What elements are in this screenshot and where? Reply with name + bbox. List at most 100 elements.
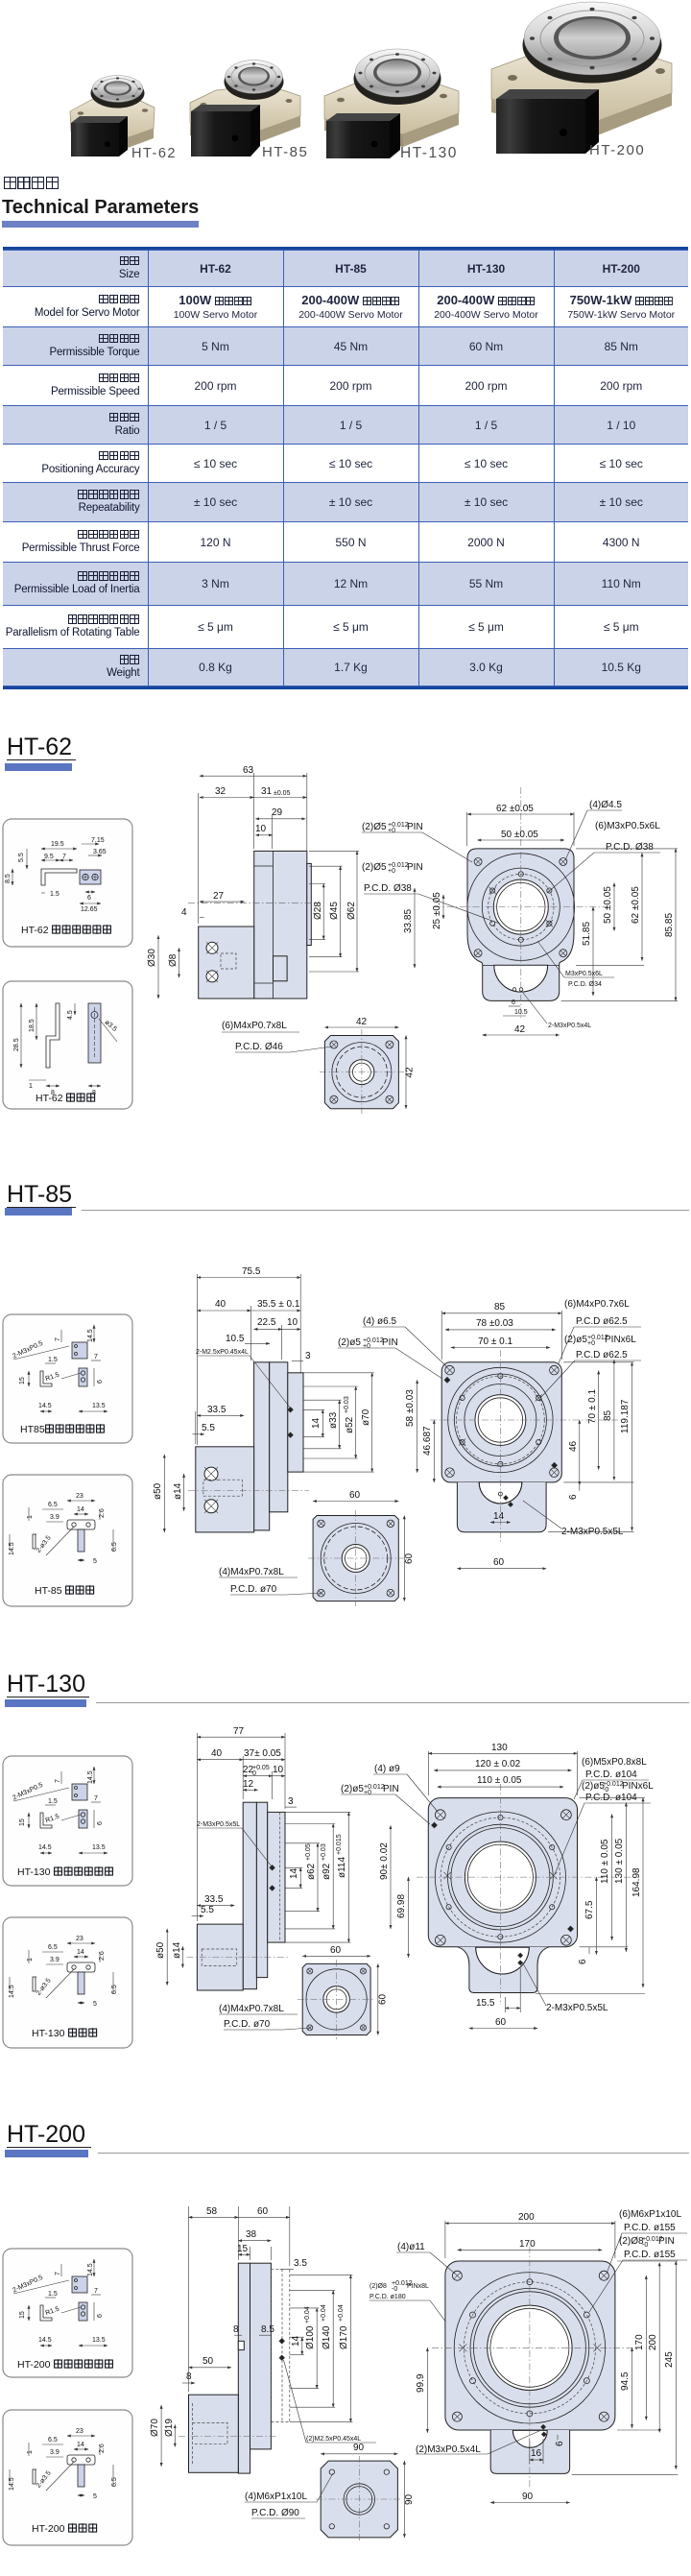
svg-text:+0.012: +0.012: [388, 822, 409, 829]
svg-text:40: 40: [215, 1299, 226, 1310]
svg-text:ø114: ø114: [337, 1857, 347, 1878]
svg-text:6.5: 6.5: [111, 1542, 118, 1552]
svg-text:0: 0: [252, 1770, 256, 1777]
svg-text:3: 3: [305, 1351, 311, 1361]
svg-text:60: 60: [257, 2206, 269, 2217]
svg-text:+0.04: +0.04: [321, 2304, 327, 2322]
svg-text:(2)ø5: (2)ø5: [582, 1781, 605, 1792]
svg-text:4.5: 4.5: [67, 1010, 74, 1020]
svg-text:70 ± 0.1: 70 ± 0.1: [478, 1336, 513, 1347]
svg-text:3.65: 3.65: [93, 849, 107, 855]
svg-text:6: 6: [568, 1494, 579, 1500]
svg-text:+0.012: +0.012: [603, 1781, 624, 1788]
svg-text:Ø30: Ø30: [147, 949, 157, 967]
svg-text:5.5: 5.5: [202, 1423, 215, 1433]
svg-text:+0.04: +0.04: [304, 2306, 311, 2323]
svg-text:120 ± 0.02: 120 ± 0.02: [475, 1759, 521, 1769]
svg-text:5: 5: [93, 1558, 97, 1565]
svg-text:ø50: ø50: [155, 1941, 166, 1959]
svg-text:P.C.D ø62.5: P.C.D ø62.5: [576, 1316, 628, 1327]
svg-text:245: 245: [664, 2351, 675, 2368]
svg-text:Ø70: Ø70: [150, 2419, 160, 2437]
svg-text:(2)Ø8: (2)Ø8: [619, 2236, 644, 2247]
svg-text:60: 60: [378, 1993, 389, 2005]
svg-text:3.9: 3.9: [50, 1514, 60, 1521]
svg-text:6.5: 6.5: [48, 1502, 58, 1508]
svg-text:P.C.D. ø155: P.C.D. ø155: [624, 2250, 676, 2260]
svg-text:29: 29: [272, 807, 283, 818]
svg-text:14: 14: [77, 1506, 84, 1513]
svg-text:P.C.D. Ø38: P.C.D. Ø38: [364, 883, 412, 894]
svg-text:14: 14: [291, 2335, 301, 2347]
svg-text:ø50: ø50: [153, 1482, 163, 1500]
svg-text:+0: +0: [363, 1343, 370, 1350]
svg-text:ø92: ø92: [322, 1863, 332, 1880]
svg-text:10.5: 10.5: [514, 1009, 528, 1016]
svg-text:8.5: 8.5: [5, 874, 12, 883]
svg-text:(2)Ø5: (2)Ø5: [362, 862, 387, 873]
svg-text:170: 170: [634, 2334, 645, 2350]
svg-text:1.5: 1.5: [50, 891, 60, 898]
svg-text:(4) ø9: (4) ø9: [374, 1764, 400, 1774]
svg-text:+0: +0: [388, 868, 395, 875]
svg-text:58 ±0.03: 58 ±0.03: [405, 1389, 416, 1427]
svg-text:6: 6: [578, 1959, 588, 1964]
svg-text:Ø28: Ø28: [313, 902, 323, 920]
svg-text:HT-62: HT-62: [36, 1093, 63, 1104]
svg-text:+0: +0: [388, 828, 395, 834]
svg-text:(6)M5xP0.8x8L: (6)M5xP0.8x8L: [582, 1757, 647, 1768]
svg-text:PIN: PIN: [383, 1784, 399, 1794]
svg-text:-0: -0: [642, 2242, 648, 2249]
svg-text:50 ±0.05: 50 ±0.05: [501, 830, 538, 840]
svg-text:42: 42: [404, 1067, 415, 1078]
svg-text:10: 10: [273, 1765, 284, 1775]
svg-text:33.85: 33.85: [403, 909, 414, 933]
svg-text:HT-62: HT-62: [21, 925, 49, 936]
svg-text:(2)M2.5xP0.45x4L: (2)M2.5xP0.45x4L: [306, 2436, 361, 2443]
svg-text:6: 6: [512, 999, 515, 1006]
svg-text:PINx6L: PINx6L: [622, 1781, 654, 1792]
svg-text:14: 14: [289, 1867, 299, 1879]
svg-text:70 ± 0.1: 70 ± 0.1: [587, 1388, 598, 1424]
svg-text:ø33: ø33: [328, 1411, 339, 1429]
svg-text:99.9: 99.9: [416, 2373, 426, 2393]
svg-text:85: 85: [603, 1409, 613, 1421]
svg-text:HT-200: HT-200: [17, 2359, 51, 2371]
svg-text:(4)Ø4.5: (4)Ø4.5: [589, 800, 622, 810]
svg-text:119.187: 119.187: [620, 1399, 631, 1433]
svg-text:42: 42: [356, 1017, 368, 1027]
svg-text:(6)M4xP0.7x6L: (6)M4xP0.7x6L: [564, 1299, 630, 1310]
svg-text:(2)Ø5: (2)Ø5: [362, 822, 387, 832]
svg-text:22.5: 22.5: [257, 1317, 276, 1328]
svg-text:+0.012: +0.012: [587, 1335, 608, 1341]
svg-text:+0: +0: [364, 1790, 371, 1796]
svg-text:(4) ø6.5: (4) ø6.5: [363, 1316, 396, 1327]
svg-text:7: 7: [94, 1354, 98, 1360]
svg-text:12: 12: [243, 1779, 254, 1790]
svg-text:50: 50: [203, 2356, 214, 2367]
svg-text:Ø45: Ø45: [329, 902, 340, 920]
svg-text:(4)M4xP0.7x8L: (4)M4xP0.7x8L: [219, 2004, 284, 2014]
svg-text:7.15: 7.15: [91, 837, 105, 844]
svg-text:50 ±0.05: 50 ±0.05: [603, 886, 613, 924]
svg-text:-0: -0: [603, 1787, 608, 1794]
svg-text:8: 8: [51, 1090, 55, 1096]
svg-text:33.5: 33.5: [207, 1405, 226, 1415]
svg-text:P.C.D. Ø34: P.C.D. Ø34: [568, 981, 602, 988]
svg-text:P.C.D ø62.5: P.C.D ø62.5: [576, 1350, 628, 1360]
svg-text:Ø19: Ø19: [164, 2419, 175, 2437]
svg-text:130: 130: [491, 1743, 508, 1753]
svg-text:ø70: ø70: [361, 1408, 371, 1426]
svg-text:+0.04: +0.04: [338, 2304, 345, 2322]
svg-text:+0.012: +0.012: [364, 1784, 385, 1791]
svg-text:P.C.D. Ø38: P.C.D. Ø38: [606, 842, 654, 853]
svg-text:R1.5: R1.5: [45, 1372, 60, 1384]
svg-text:P.C.D. ø104: P.C.D. ø104: [585, 1769, 637, 1780]
svg-text:10: 10: [287, 1317, 298, 1328]
svg-text:HT-200: HT-200: [32, 2523, 65, 2535]
svg-text:7: 7: [62, 854, 66, 860]
svg-text:1: 1: [27, 1515, 34, 1519]
svg-text:5.5: 5.5: [201, 1905, 214, 1915]
svg-text:+0.015: +0.015: [336, 1834, 343, 1855]
svg-text:PIN: PIN: [407, 862, 423, 873]
